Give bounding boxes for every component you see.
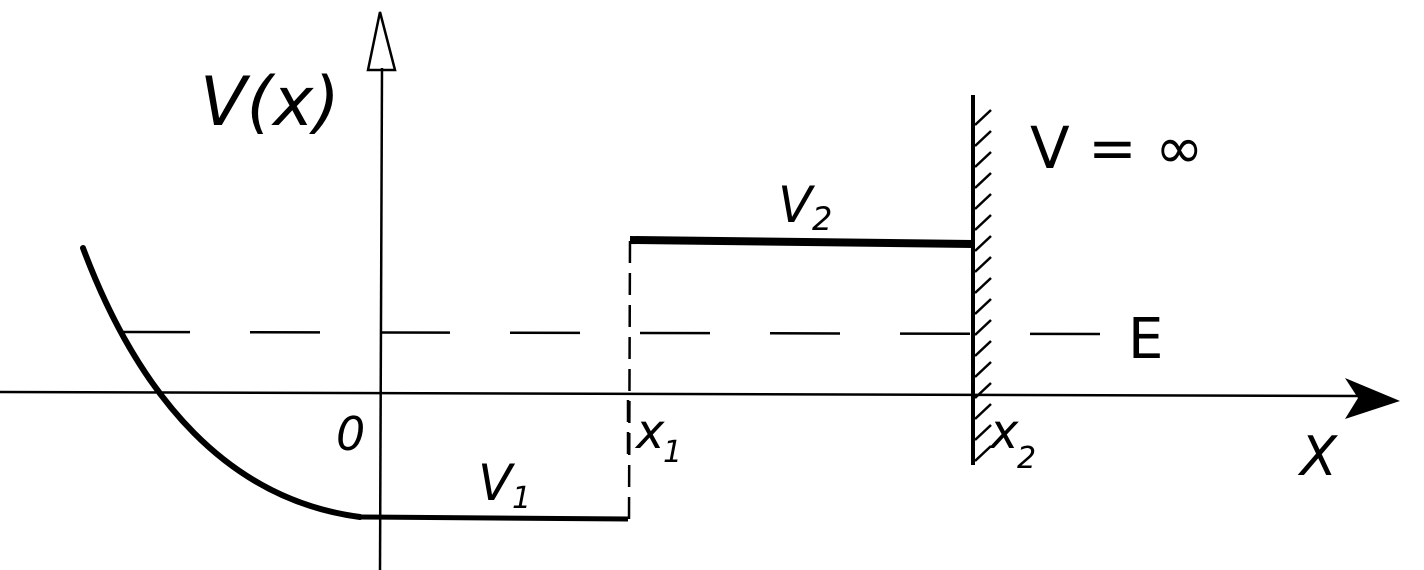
wall-hatch-stroke (974, 151, 992, 168)
y-axis-label: V(x) (200, 63, 340, 142)
wall-hatch-stroke (974, 172, 992, 189)
y-axis-arrowhead (366, 11, 397, 72)
potential-curve (80, 245, 363, 520)
v1-subscript: 1 (512, 481, 531, 516)
x2-label: x (988, 404, 1019, 460)
wall-hatch-stroke (974, 256, 992, 273)
v1-segment (359, 514, 629, 522)
energy-level-line (119, 330, 1116, 336)
wall-hatch-stroke (974, 109, 992, 126)
wall-hatch-stroke (974, 403, 992, 420)
wall-hatching (974, 109, 992, 462)
wall-hatch-stroke (974, 130, 992, 147)
x1-label: x (634, 404, 665, 460)
wall-hatch-stroke (974, 361, 992, 378)
x1-dashed-step (627, 237, 632, 520)
wall-hatch-stroke (974, 340, 992, 357)
wall-label: V = ∞ (1030, 114, 1203, 182)
energy-label: E (1128, 307, 1163, 372)
x-axis-arrowhead (1345, 378, 1400, 419)
origin-label: 0 (336, 407, 365, 461)
x-axis-label: X (1297, 425, 1338, 488)
wall-hatch-stroke (974, 214, 992, 231)
v1-label: V (478, 454, 516, 512)
wall-hatch-stroke (974, 424, 992, 441)
wall-hatch-stroke (974, 445, 992, 462)
wall-hatch-stroke (974, 298, 992, 315)
wall-hatch-stroke (974, 319, 992, 336)
v2-segment (629, 236, 974, 248)
x1-subscript: 1 (663, 435, 682, 470)
y-axis-line (378, 67, 384, 570)
wall-hatch-stroke (974, 235, 992, 252)
x-axis-line (0, 390, 1361, 398)
v2-label: V (778, 176, 816, 234)
wall-hatch-stroke (974, 277, 992, 294)
v2-subscript: 2 (812, 200, 832, 238)
x2-subscript: 2 (1017, 441, 1036, 476)
wall-hatch-stroke (974, 193, 992, 210)
wall-hatch-stroke (974, 382, 992, 399)
